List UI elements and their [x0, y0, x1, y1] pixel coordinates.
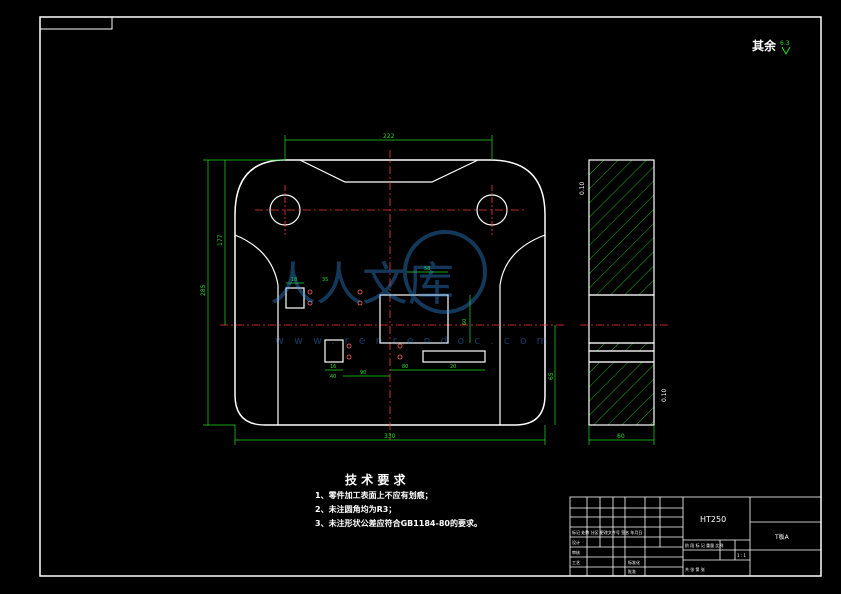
- left-recess: [234, 234, 279, 425]
- dim-small-6: 20: [450, 364, 456, 370]
- side-section-bottom: [588, 361, 655, 426]
- slot: [422, 350, 486, 363]
- surface-note-prefix: 其余: [752, 38, 777, 53]
- dim-top-width: 222: [383, 133, 395, 140]
- side-pocket: [588, 294, 655, 344]
- dim-small-2: 58: [424, 266, 430, 272]
- surface-note-value: 6.3: [780, 40, 790, 47]
- dim-side-bottom: 0.10: [661, 388, 668, 402]
- watermark: 人人文库 www.renrendoc.com: [270, 230, 557, 347]
- side-section-top: [588, 159, 655, 296]
- dim-left-outer: 285: [200, 284, 207, 296]
- side-view: [580, 159, 670, 445]
- pocket-small-a: [285, 287, 305, 309]
- roughness-symbol-icon: [781, 46, 791, 56]
- watermark-text: 人人文库: [270, 257, 454, 311]
- outer-frame: [39, 16, 822, 577]
- tech-req-item-3: 3、未注形状公差应符合GB1184-80的要求。: [315, 518, 482, 528]
- front-view: [220, 150, 565, 440]
- plate-outline: [234, 159, 546, 426]
- dim-small-1: 35: [322, 277, 328, 283]
- tb-row-4: 标准化: [628, 559, 640, 565]
- dim-small-8: 40: [330, 374, 336, 380]
- tb-row-2: 审核: [572, 549, 580, 555]
- material-text: HT250: [700, 515, 726, 524]
- dim-small-0: 18: [291, 277, 297, 283]
- pocket-center: [379, 294, 449, 344]
- tb-footer-right: 共 张 第 张: [685, 566, 705, 572]
- dim-small-3: 60: [462, 319, 468, 325]
- pocket-small-b: [324, 339, 344, 363]
- dim-small-7: 16: [330, 364, 336, 370]
- tb-scale: 1 : 1: [737, 553, 746, 558]
- dimension-lines: [203, 135, 556, 445]
- dim-bottom-width: 330: [384, 433, 396, 440]
- dim-small-5: 80: [402, 364, 408, 370]
- tb-row-0: 标记 处数 分区 更改文件号 签名 年月日: [572, 529, 642, 535]
- drawing-name-text: T板A: [774, 533, 790, 541]
- tb-row-1: 设计: [572, 539, 580, 545]
- dim-left-inner: 177: [217, 234, 224, 246]
- tech-req-heading: 技 术 要 求: [345, 472, 407, 487]
- tb-row-3: 工艺: [572, 560, 580, 565]
- tb-header-right: 阶 段 标 记 重量 比例: [685, 542, 723, 548]
- tech-req-item-2: 2、未注圆角均为R3；: [315, 504, 396, 515]
- tech-req-item-1: 1、零件加工表面上不应有划痕；: [315, 490, 433, 501]
- corner-tab: [39, 16, 113, 30]
- dim-side-top: 0.10: [579, 181, 586, 195]
- dim-small-4: 90: [360, 370, 366, 376]
- title-block: [569, 496, 822, 577]
- small-holes: [307, 289, 403, 360]
- dim-right-height: 65: [548, 372, 555, 380]
- right-recess: [499, 234, 546, 425]
- watermark-url: www.renrendoc.com: [275, 334, 557, 347]
- top-notch: [299, 159, 479, 183]
- dim-side-width: 60: [617, 433, 625, 440]
- tb-row-5: 批准: [628, 568, 636, 574]
